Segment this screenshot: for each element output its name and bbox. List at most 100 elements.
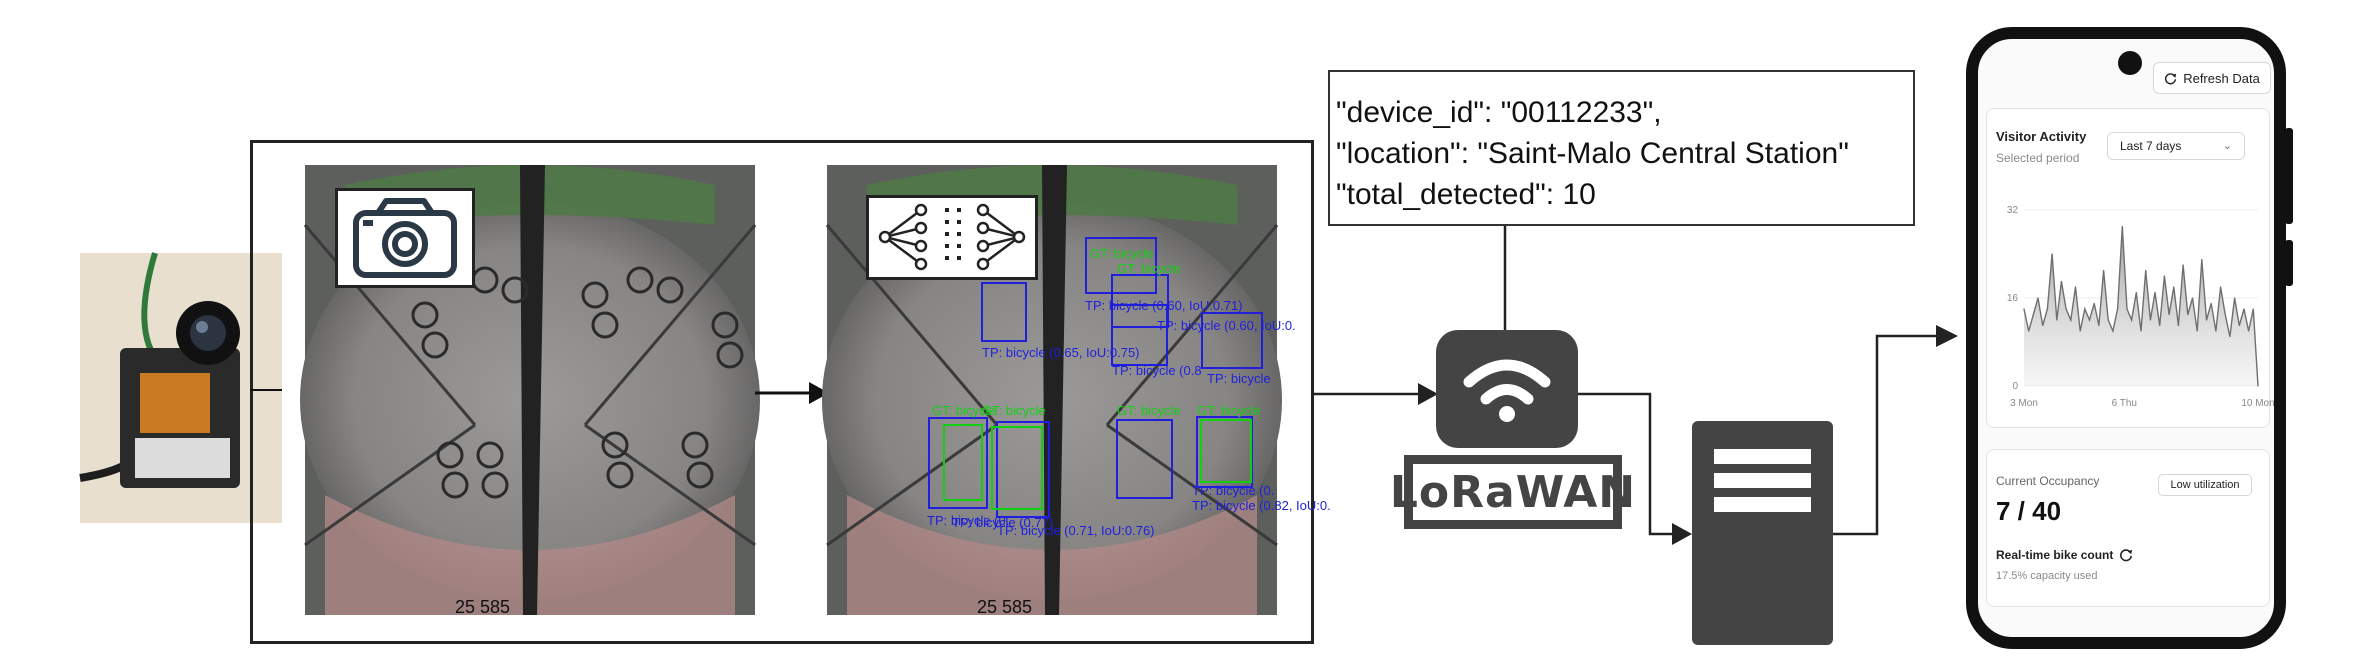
det-label: GT: bicycle xyxy=(982,403,1046,418)
chart-data-point xyxy=(2117,308,2119,310)
chart-data-point xyxy=(2163,275,2165,277)
det-label: GT: bicycle xyxy=(1090,246,1154,261)
payload-line: "total_detected": 10 xyxy=(1336,178,1596,211)
lorawan-label: LoRaWAN xyxy=(1390,464,1635,520)
realtime-label: Real-time bike count xyxy=(1996,548,2114,562)
chart-data-point xyxy=(2154,291,2156,294)
chart-data-point xyxy=(2191,297,2194,299)
refresh-icon[interactable] xyxy=(2119,548,2133,562)
chart-data-point xyxy=(2032,313,2034,316)
phone-side-button xyxy=(2285,128,2293,224)
chart-data-point xyxy=(2173,286,2175,288)
raw-fisheye-image: 25 585 xyxy=(300,165,760,617)
neural-network-icon-box xyxy=(866,195,1038,280)
det-label: TP: bicycle (0. xyxy=(1192,483,1274,498)
det-label: GT: bicycle xyxy=(1117,261,1181,276)
server-bar xyxy=(1714,473,1811,488)
chart-data-point xyxy=(2070,319,2072,321)
det-label: GT: bicycle xyxy=(932,403,996,418)
chart-data-point xyxy=(2056,319,2058,321)
gateway-device xyxy=(1436,330,1578,448)
chart-data-point xyxy=(2248,330,2250,332)
chart-x-tick-label: 10 Mon xyxy=(2241,398,2274,409)
chart-data-point xyxy=(2074,286,2077,288)
detection-fisheye-image: GT: bicycle GT: bicycle GT: bicycle GT: … xyxy=(822,165,1331,617)
camera-icon xyxy=(353,198,457,278)
chart-data-point xyxy=(2107,319,2109,321)
chart-data-point xyxy=(2182,264,2184,266)
chart-data-point xyxy=(2065,308,2067,310)
capacity-text: 17.5% capacity used xyxy=(1996,570,2098,582)
chart-y-tick-label: 0 xyxy=(2012,381,2018,392)
chart-data-point xyxy=(2042,324,2044,327)
chart-x-tick-label: 6 Thu xyxy=(2112,398,2137,409)
chart-data-point xyxy=(2149,319,2151,321)
det-label: TP: bicycle (0. xyxy=(927,513,1009,528)
chart-data-point xyxy=(2121,225,2123,228)
period-select[interactable]: Last 7 days ⌄ xyxy=(2107,132,2245,160)
chart-y-tick-label: 32 xyxy=(2007,205,2019,216)
lorawan-badge: LoRaWAN xyxy=(1390,455,1635,529)
wifi-icon xyxy=(1463,359,1551,422)
refresh-icon xyxy=(2165,72,2177,84)
det-label: TP: bicycle (0.8 xyxy=(1112,363,1202,378)
camera-module-photo xyxy=(79,252,282,523)
refresh-label: Refresh Data xyxy=(2183,70,2260,86)
det-label: GT: bicycle xyxy=(1197,403,1261,418)
server-bar xyxy=(1714,497,1811,512)
chart-data-point xyxy=(2131,319,2133,321)
chart-data-point xyxy=(2234,297,2236,299)
refresh-data-button[interactable]: Refresh Data xyxy=(2153,62,2271,94)
chart-x-tick-label: 3 Mon xyxy=(2010,398,2038,409)
det-label: TP: bicycle (0.65, IoU:0.75) xyxy=(982,345,1140,360)
det-label: TP: bicycle (0.77) xyxy=(952,515,1053,530)
chart-y-tick-label: 16 xyxy=(2007,293,2019,304)
det-label: GT: bicycle xyxy=(1117,403,1181,418)
period-select-value: Last 7 days xyxy=(2120,139,2182,153)
payload-line: "location": "Saint-Malo Central Station" xyxy=(1336,137,1849,170)
chart-data-point xyxy=(2126,308,2128,310)
chart-data-point xyxy=(2135,291,2137,294)
det-label: TP: bicycle (0.71, IoU:0.76) xyxy=(997,523,1155,538)
raw-plate-text: 25 585 xyxy=(455,597,510,617)
camera-icon-box xyxy=(335,188,475,288)
utilization-badge: Low utilization xyxy=(2158,474,2252,496)
chart-data-point xyxy=(2060,280,2063,283)
chart-data-point xyxy=(2140,330,2142,332)
realtime-count-row: Real-time bike count xyxy=(1996,548,2133,562)
arrow-raw-to-detection xyxy=(755,382,829,404)
chart-data-point xyxy=(2196,330,2198,332)
chart-data-point xyxy=(2187,313,2189,316)
activity-subtitle: Selected period xyxy=(1996,151,2080,165)
chart-data-point xyxy=(2102,269,2105,272)
server-icon xyxy=(1692,421,1833,645)
det-label: TP: bicycle (0.60, IoU:0. xyxy=(1157,318,1296,333)
chart-data-point xyxy=(2145,269,2147,272)
chart-data-point xyxy=(2168,313,2170,316)
payload-json-box: "device_id": "00112233", "location": "Sai… xyxy=(1328,70,1915,226)
chart-data-point xyxy=(2112,330,2114,332)
chart-data-point xyxy=(2238,324,2240,327)
chart-data-point xyxy=(2046,308,2048,310)
occupancy-value: 7 / 40 xyxy=(1996,496,2062,526)
chart-data-point xyxy=(2098,324,2100,327)
chart-data-point xyxy=(2159,324,2161,327)
chart-data-point xyxy=(2079,330,2081,332)
chart-data-point xyxy=(2243,308,2245,310)
payload-line: "device_id": "00112233", xyxy=(1336,96,1662,129)
chart-data-point xyxy=(2205,319,2208,321)
chart-data-point xyxy=(2229,335,2231,338)
visitor-activity-chart: 0 16 32 3 Mon 6 Thu 10 Mon xyxy=(2007,205,2275,409)
chart-data-point xyxy=(2210,302,2212,305)
chart-data-point xyxy=(2215,330,2217,332)
phone-camera-dot xyxy=(2118,51,2142,75)
chart-data-point xyxy=(2037,297,2039,299)
det-plate-text: 25 585 xyxy=(977,597,1032,617)
phone-side-button xyxy=(2285,240,2293,286)
chart-data-point xyxy=(2028,330,2030,332)
chart-data-point xyxy=(2088,319,2091,321)
chart-data-point xyxy=(2084,308,2086,310)
chart-area-fill xyxy=(2024,226,2258,386)
occupancy-title: Current Occupancy xyxy=(1996,474,2100,488)
neural-network-icon xyxy=(878,203,1026,271)
